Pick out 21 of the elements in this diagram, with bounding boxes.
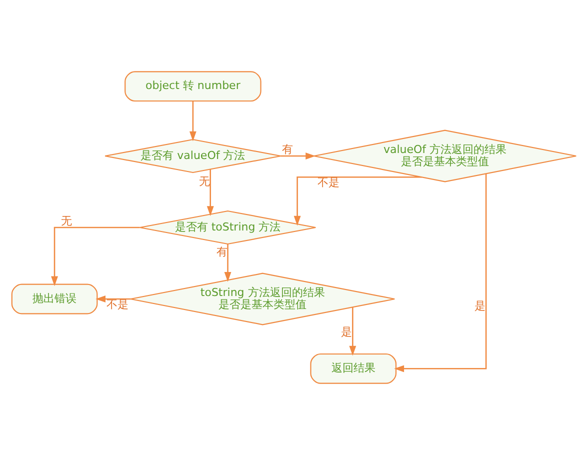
node-box: object 转 number xyxy=(124,70,262,102)
edge-label: 有 xyxy=(282,142,294,156)
arrow xyxy=(189,100,196,141)
arrow xyxy=(51,226,140,286)
node-diamond: 是否有 toString 方法 xyxy=(139,210,316,244)
edge-label: 无 xyxy=(198,174,210,188)
arrow xyxy=(206,168,214,216)
edge-label: 无 xyxy=(61,214,72,227)
arrow xyxy=(349,306,356,356)
edge-label: 有 xyxy=(216,244,228,258)
edge-label: 是 xyxy=(341,325,352,338)
arrow xyxy=(96,295,131,302)
arrow xyxy=(394,173,487,372)
node-box: 抛出错误 xyxy=(11,283,98,314)
edge-label: 是 xyxy=(474,298,486,312)
edge-label: 不是 xyxy=(106,297,129,310)
node-diamond: 是否有 valueOf 方法 xyxy=(104,138,282,173)
arrow xyxy=(294,176,422,226)
arrow xyxy=(224,244,232,282)
node-box: 返回结果 xyxy=(310,352,397,384)
arrow xyxy=(280,152,316,159)
